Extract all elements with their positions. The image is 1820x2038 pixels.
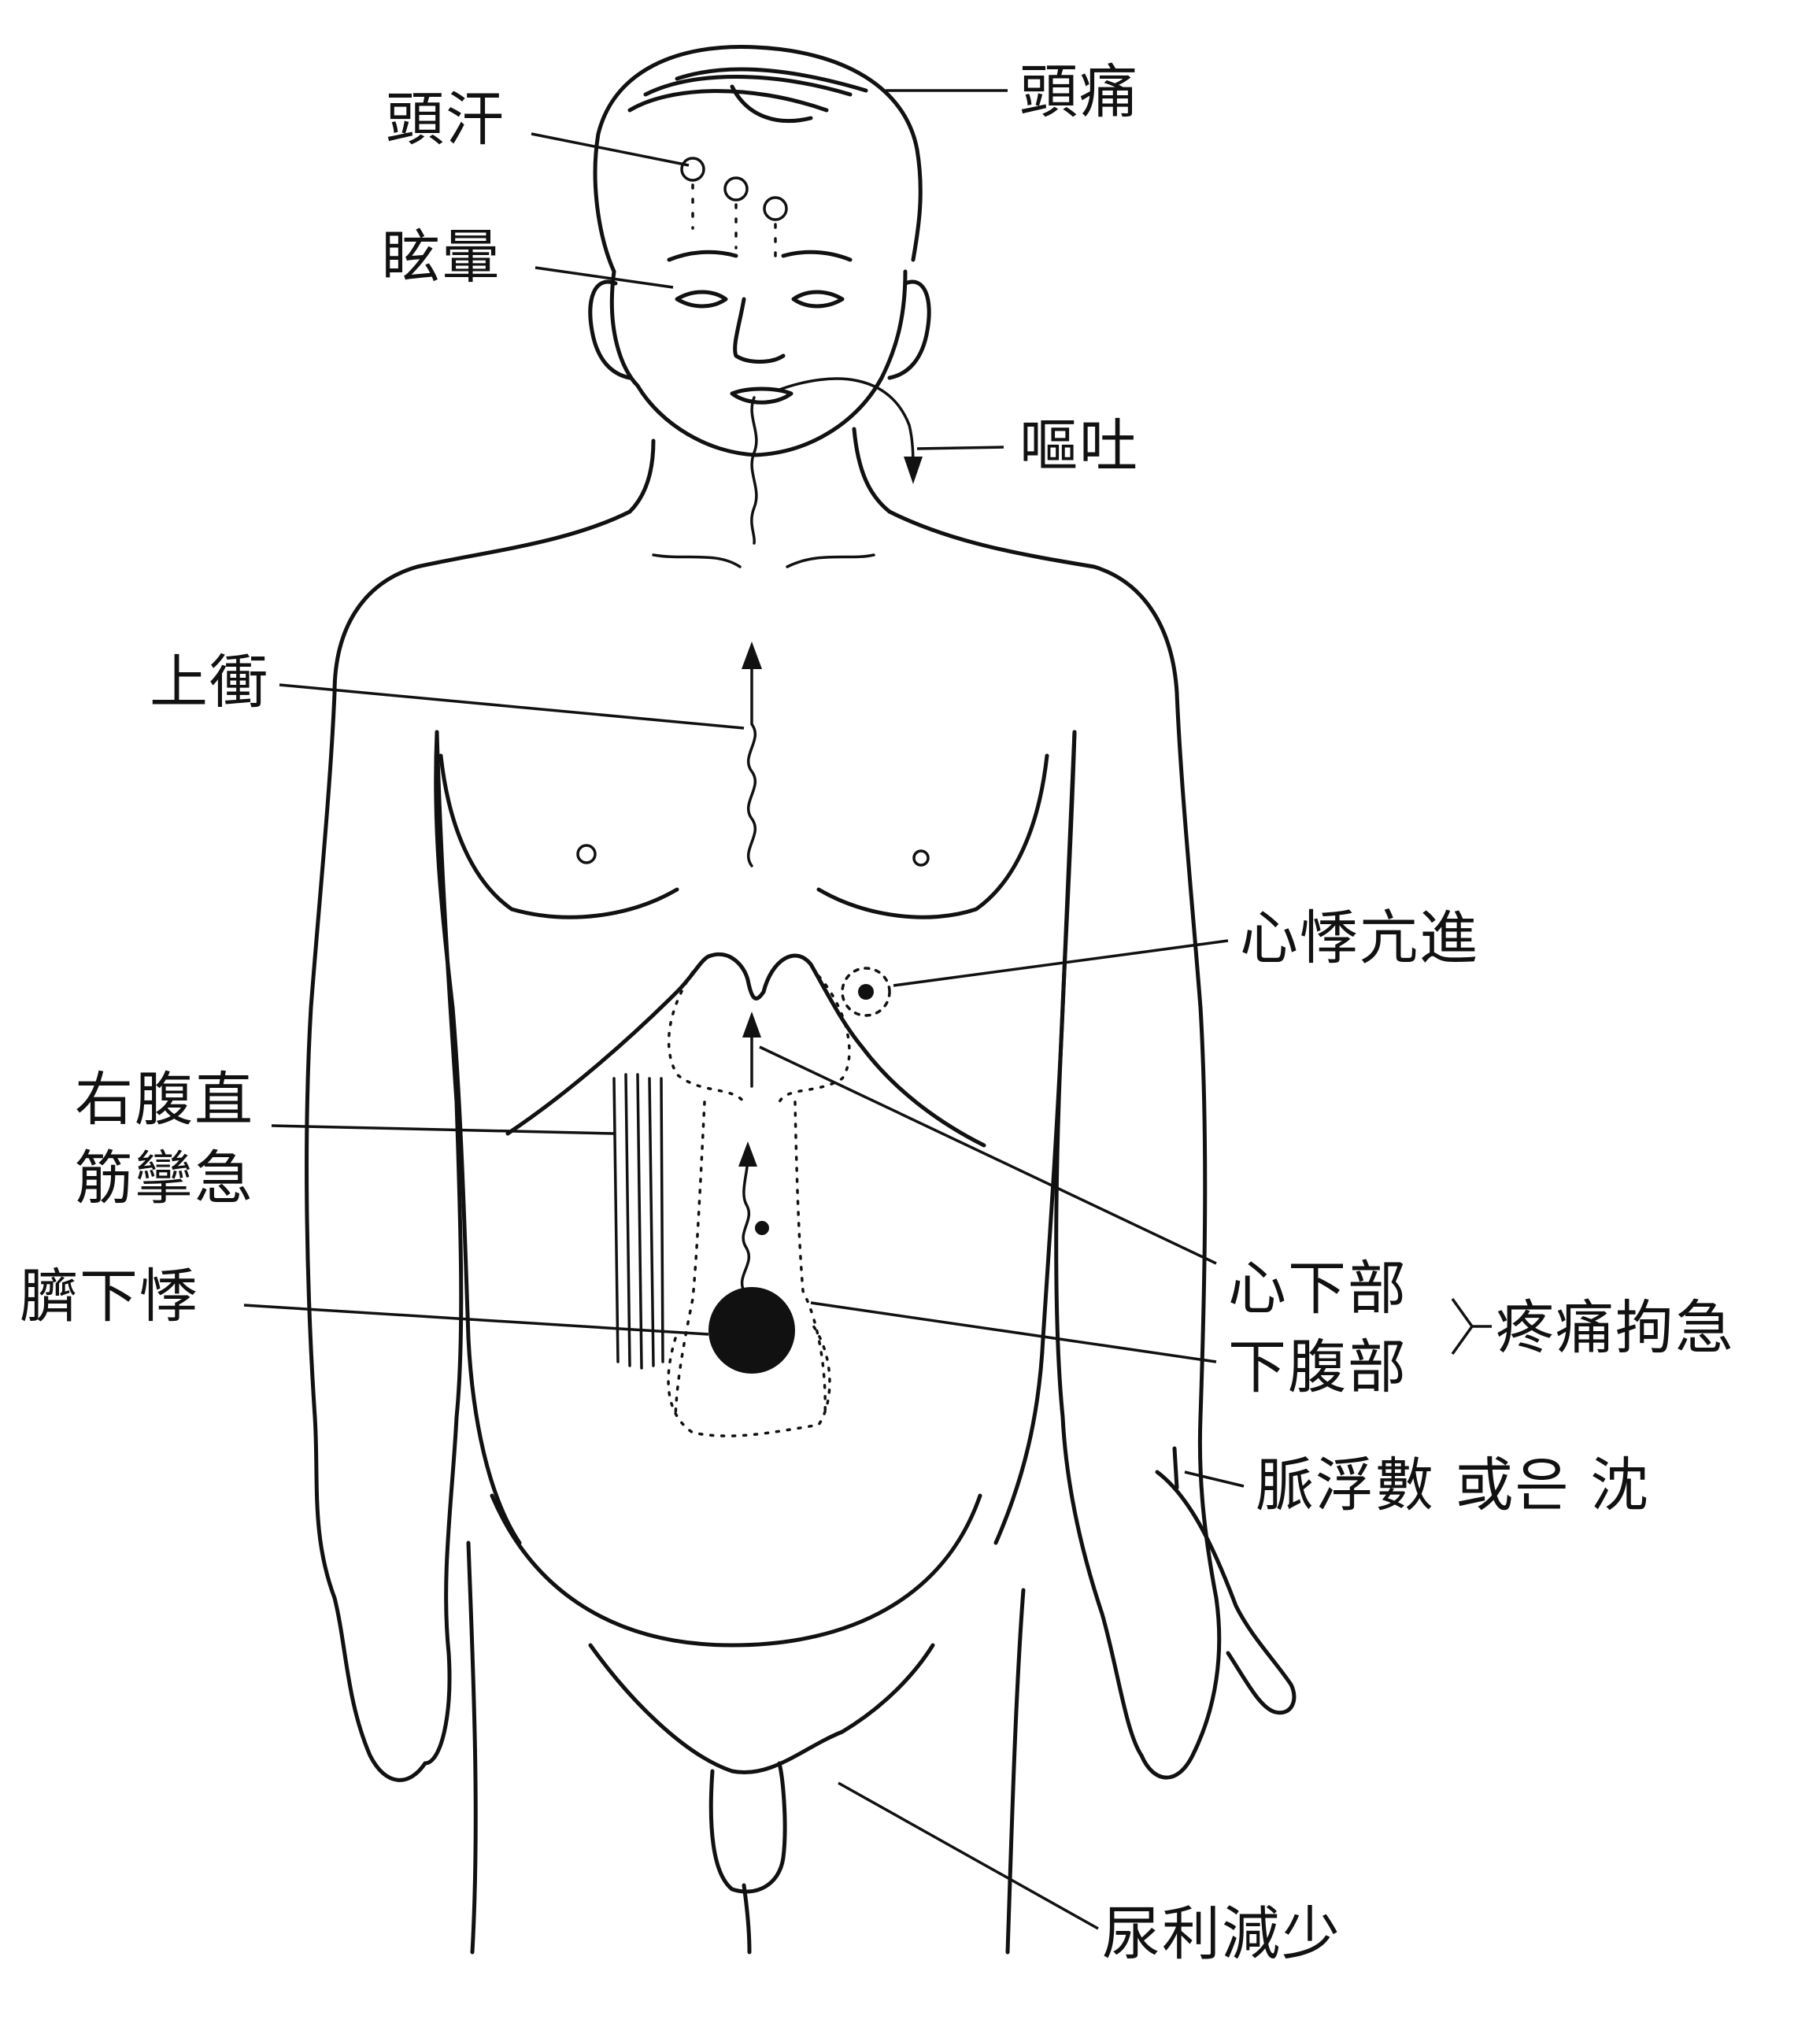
lower-belly-curve — [490, 1493, 982, 1648]
genital-region — [708, 1761, 787, 1894]
neck-right — [852, 427, 892, 514]
leader-pulse — [1184, 1470, 1245, 1488]
leader-brace — [1451, 1297, 1492, 1356]
leader-dizziness — [535, 266, 674, 289]
abdomen-dots-left — [674, 1100, 706, 1418]
label-subumbilical: 臍下悸 — [20, 1263, 199, 1330]
label-dizziness: 眩暈 — [382, 224, 501, 291]
mouth — [730, 387, 793, 405]
abdomen-dots-right — [793, 1100, 827, 1418]
leader-right-rectus — [271, 1124, 615, 1135]
abdominal-dot — [755, 1221, 769, 1235]
nose — [733, 297, 786, 364]
label-pain-spasm: 疼痛拘急 — [1496, 1294, 1735, 1362]
left-leg-line — [466, 1541, 478, 1955]
right-brow — [781, 250, 853, 262]
leader-reduced-urine — [838, 1781, 1099, 1930]
epigastric-dots — [667, 971, 851, 1104]
sweat-circle-1 — [680, 157, 705, 182]
label-pulse: 脈浮數 或은 沈 — [1256, 1452, 1651, 1519]
right-torso-side — [993, 730, 1077, 1545]
left-shoulder-arm — [305, 509, 632, 1782]
left-nipple — [576, 844, 597, 864]
right-ear — [887, 279, 931, 380]
right-leg-line — [1005, 1588, 1026, 1955]
upward-rush-arrowhead — [742, 642, 762, 669]
sweat-circle-3 — [763, 196, 788, 221]
rectus-strands — [612, 1073, 664, 1370]
label-vomiting: 嘔吐 — [1019, 412, 1139, 480]
chest-right-line — [816, 753, 1049, 919]
label-right-rectus-line2: 筋攣急 — [75, 1145, 254, 1212]
throat-wave — [750, 396, 758, 545]
left-clavicle — [652, 553, 742, 568]
pulse-mark — [1172, 1446, 1179, 1490]
label-palpitation: 心悸亢進 — [1240, 904, 1479, 972]
chest-left-line — [438, 753, 679, 919]
palpitation-ring — [841, 967, 891, 1017]
left-inner-arm — [423, 730, 464, 1766]
right-eye — [791, 290, 845, 309]
neck-left — [627, 438, 656, 514]
left-torso-side — [434, 730, 522, 1545]
right-hand — [1155, 1470, 1297, 1715]
pelvis-line — [588, 1643, 935, 1774]
label-head-sweat: 頭汗 — [386, 86, 505, 153]
right-clavicle — [786, 553, 875, 568]
leader-subumbilical — [243, 1304, 709, 1336]
sweat-circle-2 — [723, 176, 749, 202]
label-upward-rush: 上衝 — [150, 649, 269, 716]
label-epigastric: 心下部 — [1228, 1255, 1408, 1322]
right-nipple — [912, 849, 930, 867]
vomit-arrowhead — [904, 457, 923, 484]
label-right-rectus-line1: 右腹直 — [75, 1066, 254, 1134]
sweat-drips — [691, 183, 777, 261]
leader-epigastric — [759, 1045, 1217, 1265]
epigastric-arrowhead — [742, 1012, 761, 1037]
hair — [593, 45, 923, 274]
right-shoulder-arm — [887, 509, 1222, 1780]
lower-dots — [667, 1321, 831, 1437]
leader-upward-rush — [279, 683, 745, 730]
label-lower-abdomen: 下腹部 — [1228, 1333, 1408, 1401]
abdominal-arrowhead — [738, 1141, 757, 1167]
leader-palpitation — [893, 939, 1229, 987]
upward-rush-arrow — [746, 652, 757, 867]
palpitation-center — [858, 984, 874, 1000]
leader-head-sweat — [531, 132, 690, 167]
label-headache: 頭痛 — [1019, 58, 1139, 126]
label-reduced-urine: 尿利減少 — [1102, 1900, 1341, 1968]
left-eye — [675, 290, 728, 309]
vomit-arrow — [778, 377, 915, 474]
left-brow — [667, 250, 738, 262]
leader-vomiting — [916, 446, 1004, 450]
left-thigh-inner — [742, 1883, 752, 1955]
abdominal-wave-arrow — [740, 1156, 751, 1293]
umbilical-mass — [708, 1287, 795, 1374]
left-rib-margin — [505, 952, 986, 1148]
face-outline — [609, 269, 908, 457]
leader-lower-abdomen — [810, 1301, 1217, 1363]
left-ear — [588, 279, 632, 380]
